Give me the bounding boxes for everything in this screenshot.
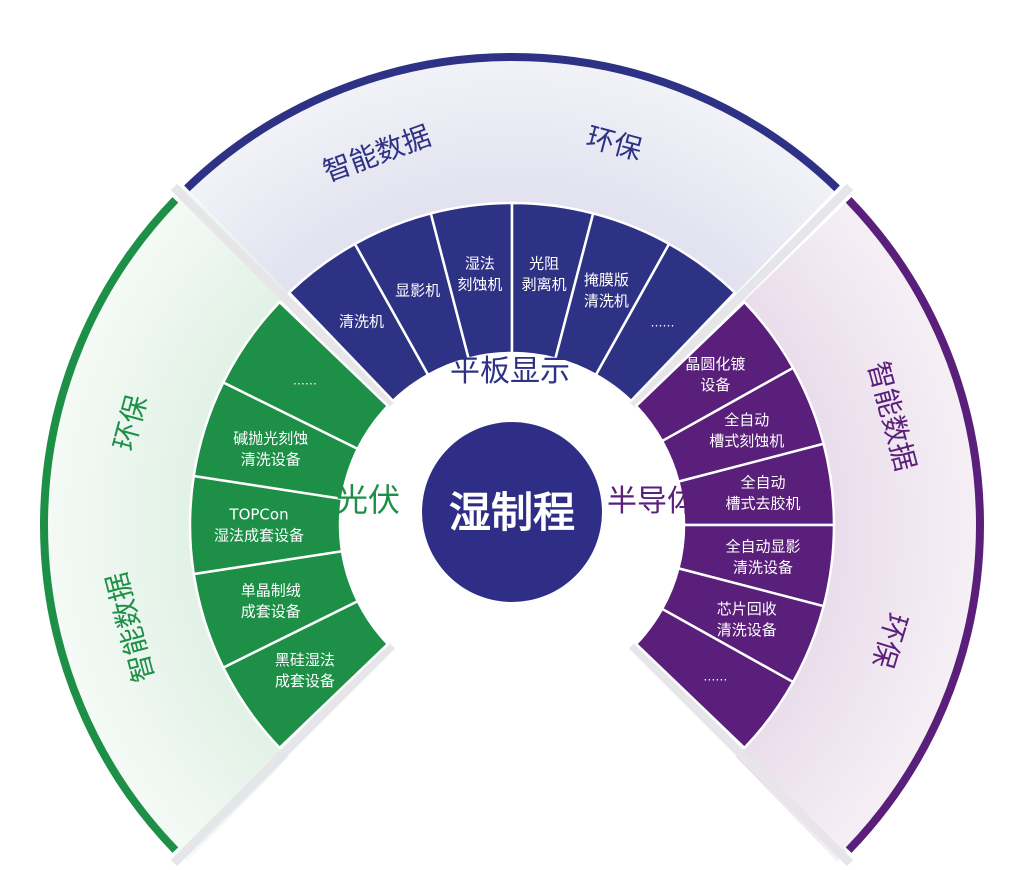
semi-item-label: 全自动显影 — [725, 538, 800, 556]
semi-item-label: 设备 — [700, 376, 730, 394]
pv-item-label: …… — [293, 374, 317, 388]
semi-sector-label: 半导体 — [607, 484, 697, 519]
background-bands — [44, 57, 980, 862]
fpd-item-shape — [594, 242, 737, 403]
fpd-item-label: 显影机 — [395, 281, 440, 299]
semi-item-segment: …… — [634, 607, 795, 750]
pv-outer-arc — [40, 197, 179, 853]
fpd-item-label: 掩膜版 — [584, 271, 629, 289]
sector-labels: 光伏 平板显示 半导体 — [336, 354, 697, 519]
item-ring: 黑硅湿法成套设备单晶制绒成套设备TOPCon湿法成套设备碱抛光刻蚀清洗设备……清… — [188, 201, 836, 750]
fpd-outer-band — [186, 57, 838, 294]
pv-item-label: 黑硅湿法 — [275, 651, 335, 669]
fpd-item-label: …… — [650, 316, 674, 330]
pv-item-segment: …… — [221, 300, 390, 451]
fpd-item-label: 清洗机 — [339, 313, 384, 331]
semi-outer-arc — [845, 197, 984, 853]
center-title: 湿制程 — [449, 488, 575, 537]
semi-item-label: 全自动 — [740, 473, 785, 491]
semi-item-label: …… — [703, 669, 727, 683]
semi-item-label: 槽式刻蚀机 — [709, 432, 784, 450]
semi-item-label: 芯片回收 — [717, 600, 777, 618]
fpd-item-label: 光阻 — [529, 255, 559, 273]
fpd-outer-arc — [184, 53, 840, 192]
semi-item-label: 槽式去胶机 — [725, 494, 800, 512]
fpd-item-label: 剥离机 — [522, 276, 567, 294]
semi-item-label: 晶圆化镀 — [685, 355, 745, 373]
pv-outer-band — [44, 188, 289, 862]
pv-item-label: 单晶制绒 — [241, 582, 301, 600]
pv-item-label: 成套设备 — [275, 672, 335, 690]
pv-item-label: 碱抛光刻蚀 — [233, 429, 308, 447]
semi-outer-band — [735, 199, 980, 862]
pv-item-segment: TOPCon 湿法成套设备 — [188, 474, 344, 576]
pv-item-shape — [221, 300, 390, 451]
pv-item-label: 湿法成套设备 — [214, 527, 304, 545]
semi-item-label: 全自动 — [724, 411, 769, 429]
pv-item-label: 清洗设备 — [241, 450, 301, 468]
center-circle — [422, 422, 602, 602]
semi-item-label: 清洗设备 — [733, 559, 793, 577]
fpd-item-label: 清洗机 — [584, 292, 629, 310]
fpd-item-segment: …… — [594, 242, 737, 403]
outer-arcs — [40, 53, 984, 853]
fpd-item-label: 刻蚀机 — [457, 276, 502, 294]
pv-sector-label: 光伏 — [336, 481, 400, 519]
semi-item-label: 清洗设备 — [717, 621, 777, 639]
semi-item-shape — [634, 607, 795, 750]
fpd-sector-label: 平板显示 — [450, 354, 570, 389]
fpd-item-label: 湿法 — [465, 255, 495, 273]
pv-item-label: TOPCon — [228, 506, 288, 524]
center-node: 湿制程 — [422, 422, 602, 602]
pv-item-label: 成套设备 — [241, 603, 301, 621]
